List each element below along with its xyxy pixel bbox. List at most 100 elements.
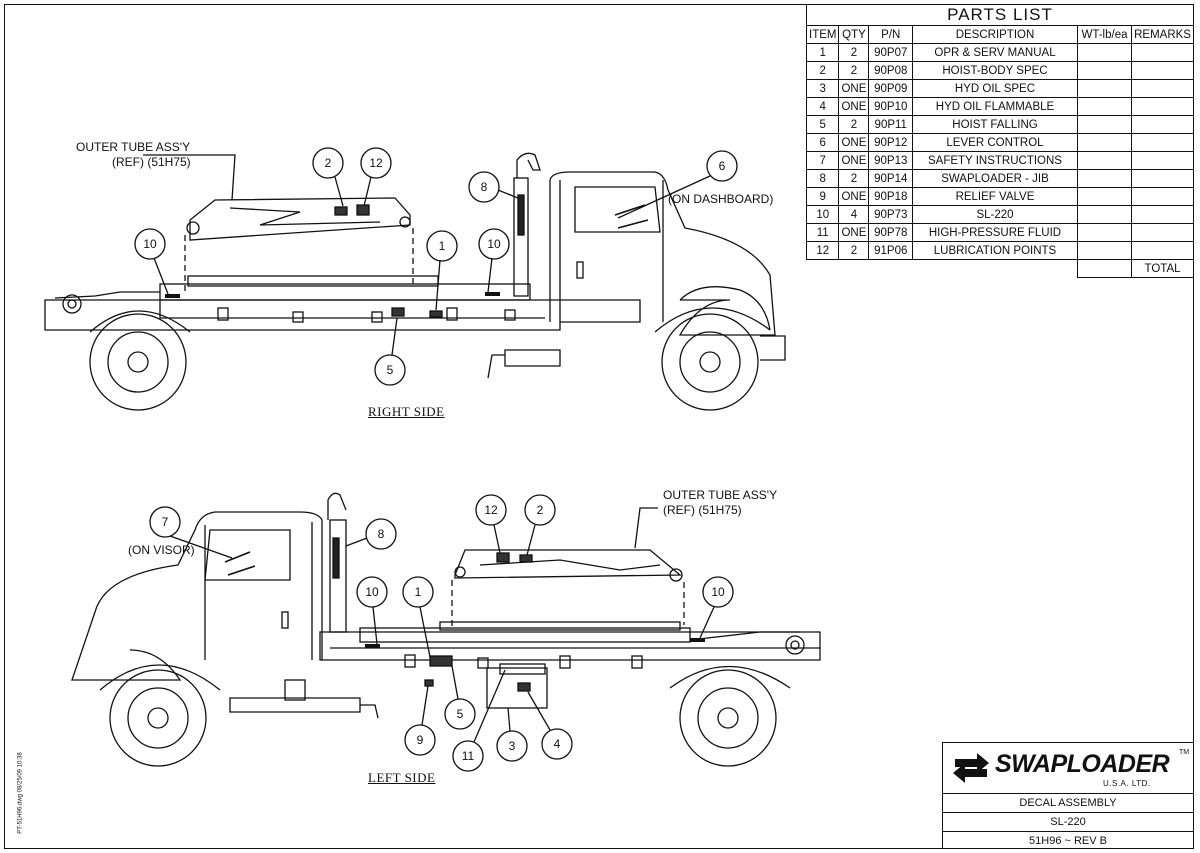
cell-weight [1076,151,1133,170]
callout-r-5: 5 [387,363,394,377]
callout-l-10a: 10 [365,585,379,599]
on-dashboard-label: (ON DASHBOARD) [668,192,774,206]
cell-qty: ONE [838,187,870,206]
right-side-label: RIGHT SIDE [368,404,445,419]
col-remarks: REMARKS [1131,25,1194,44]
cell-weight [1076,133,1133,152]
parts-list-title: PARTS LIST [806,4,1194,26]
cell-qty: 2 [838,241,870,260]
cell-pn: 90P10 [868,97,914,116]
cell-pn: 90P09 [868,79,914,98]
right-outer-tube-label: OUTER TUBE ASS'Y [76,140,191,154]
cell-item: 5 [805,115,840,134]
callout-l-9: 9 [417,733,424,747]
cell-weight [1076,205,1133,224]
cell-remarks [1131,133,1194,152]
cell-weight [1076,43,1133,62]
callout-l-10b: 10 [711,585,725,599]
callout-r-2: 2 [325,156,332,170]
col-item: ITEM [805,25,840,44]
cell-desc: SL-220 [912,205,1078,224]
callout-l-11: 11 [462,749,475,763]
drawing-title: DECAL ASSEMBLY [943,794,1193,813]
cell-qty: ONE [838,223,870,242]
col-qty: QTY [838,25,870,44]
cell-item: 2 [805,61,840,80]
cell-weight [1076,97,1133,116]
callout-l-3: 3 [509,739,516,753]
cell-weight [1076,169,1133,188]
cell-qty: 2 [838,169,870,188]
cell-pn: 90P11 [868,115,914,134]
cell-item: 3 [805,79,840,98]
callout-r-10a: 10 [143,237,157,251]
cell-remarks [1131,97,1194,116]
cell-pn: 90P18 [868,187,914,206]
callout-r-1: 1 [439,239,446,253]
cell-qty: 4 [838,205,870,224]
cell-desc: SAFETY INSTRUCTIONS [912,151,1078,170]
cell-desc: RELIEF VALVE [912,187,1078,206]
drawing-number: 51H96 ~ REV B [1029,835,1107,847]
cell-desc: HIGH-PRESSURE FLUID [912,223,1078,242]
cell-weight [1076,79,1133,98]
cell-qty: 2 [838,115,870,134]
cell-remarks [1131,241,1194,260]
callout-l-8: 8 [378,527,385,541]
callout-l-2: 2 [537,503,544,517]
cell-pn: 90P08 [868,61,914,80]
cell-desc: LEVER CONTROL [912,133,1078,152]
cell-remarks [1131,169,1194,188]
model-number: SL-220 [943,813,1193,832]
cell-remarks [1131,187,1194,206]
cell-weight [1076,115,1133,134]
cell-weight [1076,241,1133,260]
brand-logo: SWAPLOADER TM U.S.A. LTD. [943,743,1193,794]
cell-pn: 90P14 [868,169,914,188]
cell-qty: 2 [838,43,870,62]
cell-qty: ONE [838,133,870,152]
cell-remarks [1131,223,1194,242]
right-callouts [134,147,738,386]
on-visor-label: (ON VISOR) [128,543,195,557]
col-pn: P/N [868,25,914,44]
callout-l-4: 4 [554,737,561,751]
left-side-label: LEFT SIDE [368,770,436,785]
cell-desc: LUBRICATION POINTS [912,241,1078,260]
cell-qty: ONE [838,97,870,116]
left-callouts [149,494,734,772]
parts-list-total-row: TOTAL [807,259,1194,278]
cell-item: 4 [805,97,840,116]
callout-l-5: 5 [457,707,464,721]
right-outer-tube-ref: (REF) (51H75) [112,155,191,169]
cell-pn: 90P78 [868,223,914,242]
parts-list-table: PARTS LIST ITEM QTY P/N DESCRIPTION WT-l… [805,4,1194,278]
cell-item: 10 [805,205,840,224]
cell-qty: ONE [838,151,870,170]
cell-desc: HYD OIL FLAMMABLE [912,97,1078,116]
cell-qty: 2 [838,61,870,80]
callout-l-7: 7 [162,515,169,529]
cell-pn: 90P73 [868,205,914,224]
cell-weight [1076,61,1133,80]
cell-desc: HYD OIL SPEC [912,79,1078,98]
cell-item: 1 [805,43,840,62]
cell-item: 11 [805,223,840,242]
total-label: TOTAL [1131,259,1194,278]
cell-remarks [1131,61,1194,80]
left-outer-tube-label: OUTER TUBE ASS'Y [663,488,778,502]
callout-r-6: 6 [719,159,726,173]
cell-item: 12 [805,241,840,260]
cell-remarks [1131,205,1194,224]
total-spacer [807,260,1078,278]
